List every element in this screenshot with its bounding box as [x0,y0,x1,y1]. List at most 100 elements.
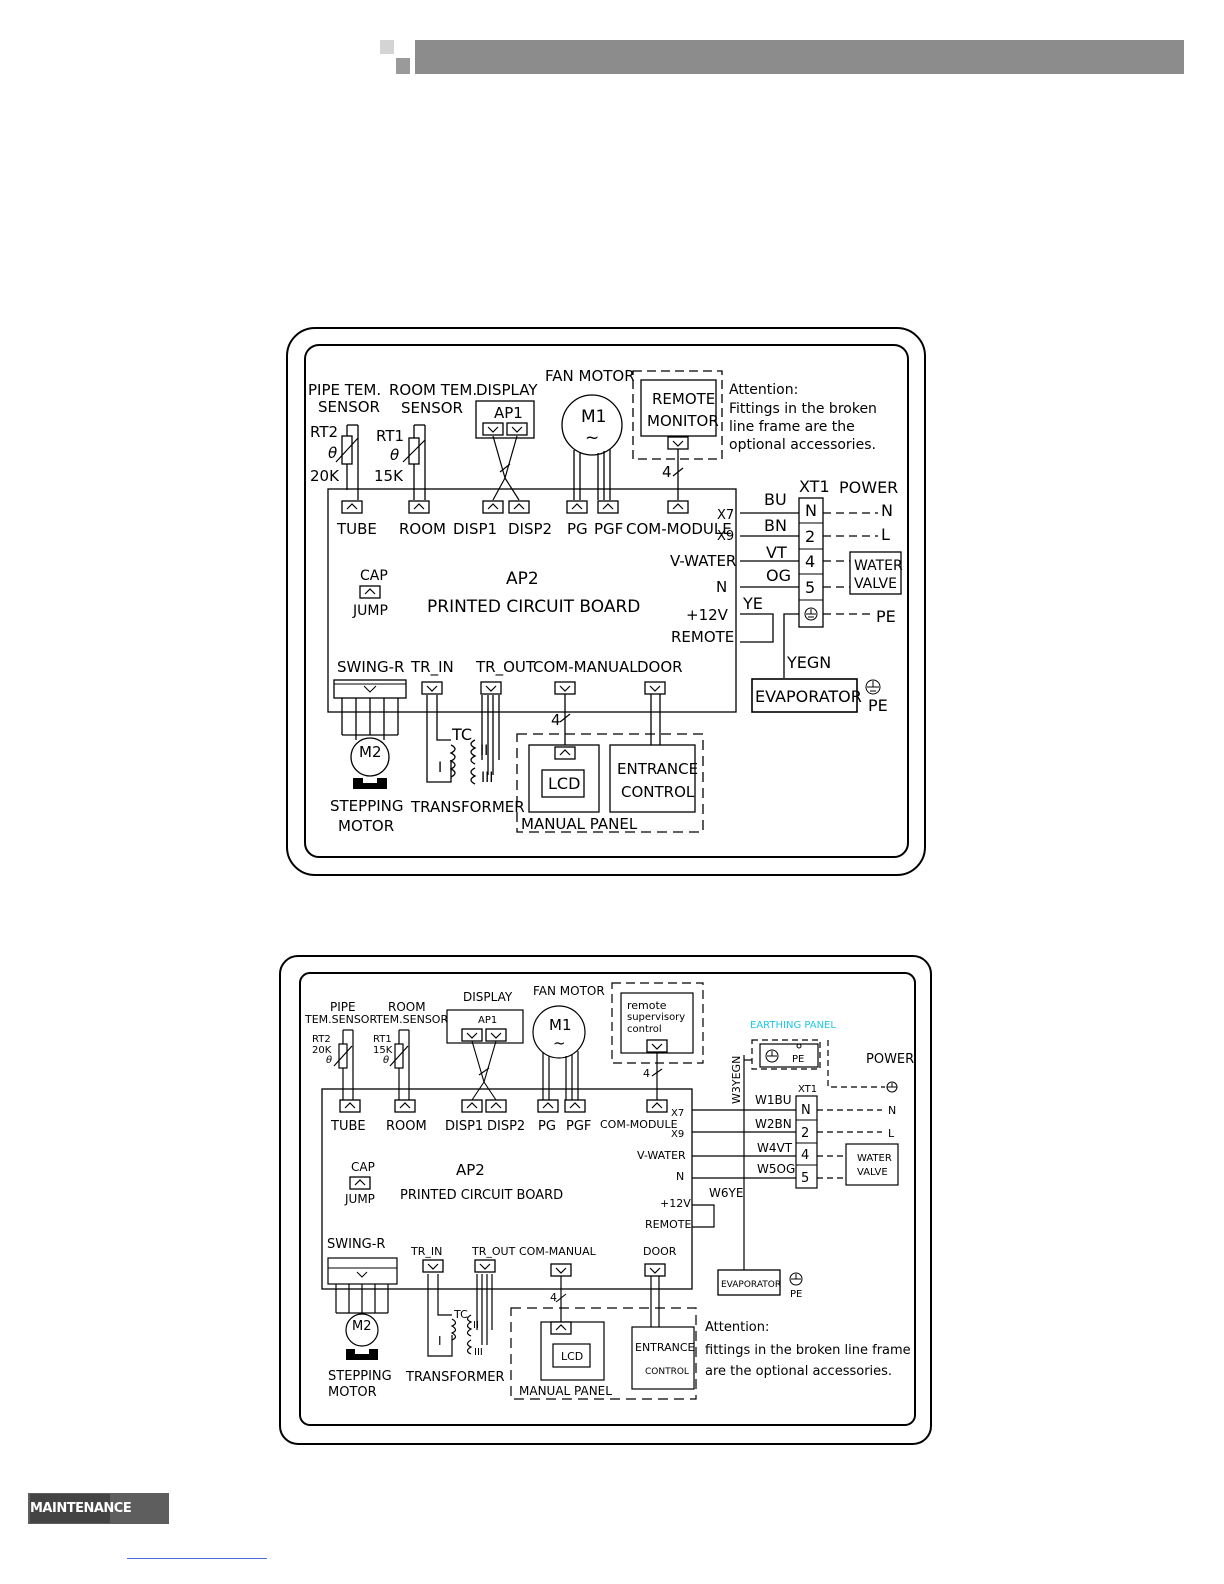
ground-icon [804,607,818,621]
room-sensor-label: ROOM TEM. [389,381,477,399]
d2-water-valve-box [845,1143,899,1186]
pe-ground-icon [865,679,881,695]
d2-lcd-panel [540,1321,605,1381]
entrance-label2: CONTROL [621,783,695,801]
d2-tc-label: TC [453,1308,468,1321]
d2-water-valve-label1: WATER [857,1153,892,1164]
tr-in-label: TR_IN [410,658,454,677]
water-valve-label2: VALVE [854,576,897,592]
fan-motor-symbol [561,394,623,456]
d2-earthing-panel-label: EARTHING PANEL [750,1020,836,1031]
com-module-label: COM-MODULE [626,520,732,538]
d2-entrance-label1: ENTRANCE [635,1341,695,1354]
water-valve-box [849,551,902,595]
com-manual-wire-count: 4 [551,711,561,729]
d2-k20-label: 20K [312,1045,332,1056]
d2-coil-iii: III [474,1347,483,1358]
room-sensor-label2: SENSOR [401,399,463,417]
d2-tr-out-label: TR_OUT [471,1245,516,1258]
header-square-mid [396,58,410,74]
terminal-5: 5 [805,578,815,597]
n-label: N [716,578,727,596]
stepping-motor-symbol [350,737,390,777]
d2-ap2-label: AP2 [456,1161,485,1179]
remote-monitor-label2: MONITOR [647,412,719,430]
d2-x7-label: X7 [671,1108,684,1119]
fan-motor-label: FAN MOTOR [545,367,635,385]
evaporator-box [751,678,858,713]
ap1-label: AP1 [494,404,523,422]
tr-out-label: TR_OUT [475,658,536,677]
pe-label: PE [868,696,888,715]
remote-label: REMOTE [671,628,734,646]
rt2-label: RT2 [310,423,338,441]
terminal-2: 2 [805,527,815,546]
coil-ii: II [480,743,488,759]
pipe-sensor-label2: SENSOR [318,398,380,416]
ap1-box [475,400,535,439]
d2-com-manual-label: COM-MANUAL [519,1245,597,1258]
d2-ap1-box [446,1009,524,1044]
d2-fan-motor-label: FAN MOTOR [533,984,605,998]
d2-power-label: POWER [866,1052,914,1067]
d2-terminal-5: 5 [801,1171,809,1186]
d2-stepping-label1: STEPPING [328,1369,392,1384]
entrance-control-box [609,744,696,813]
d2-room-label1: ROOM [388,1000,426,1014]
transformer-label: TRANSFORMER [410,798,525,816]
k20-label: 20K [310,467,340,485]
x7-label: X7 [717,508,734,523]
coil-i: I [438,760,442,776]
d2-com-module-wire-count: 4 [643,1067,650,1080]
d2-stepping-label2: MOTOR [328,1385,377,1400]
d2-m1-tilde: ~ [553,1034,566,1052]
d2-pcb-label: PRINTED CIRCUIT BOARD [400,1188,563,1203]
d2-room-label2: TEM.SENSOR [375,1013,448,1026]
d2-entrance-control-box [631,1326,695,1390]
disp1-label: DISP1 [453,520,497,538]
d2-xt1-label: XT1 [798,1084,817,1095]
d2-disp2-label: DISP2 [487,1119,525,1134]
d2-attention-line1: fittings in the broken line frame [705,1343,911,1358]
d2-terminal-n: N [801,1103,811,1118]
swing-r-label: SWING-R [337,658,404,676]
d2-swing-r-label: SWING-R [327,1237,385,1252]
d2-pe-box-label: PE [792,1054,804,1065]
lcd-label: LCD [548,774,580,793]
d2-tube-label: TUBE [330,1119,366,1134]
power-pe-label: PE [876,607,896,626]
room-label: ROOM [399,520,446,538]
d2-w2bn-label: W2BN [755,1117,792,1131]
m1-label: M1 [581,407,606,427]
stepping-motor-label2: MOTOR [338,817,394,835]
cap-label: CAP [360,568,388,584]
pg-label: PG [567,520,588,538]
d2-remote-label3: control [627,1024,662,1035]
pipe-sensor-label: PIPE TEM. [308,381,381,399]
d2-power-ground-icon [886,1081,898,1093]
d2-m1-label: M1 [549,1016,572,1034]
ye-label: YE [742,594,763,613]
stepping-motor-label1: STEPPING [330,797,404,815]
d2-com-manual-wire-count: 4 [550,1291,557,1304]
d2-pg-label: PG [538,1119,556,1134]
d2-room-label: ROOM [386,1119,427,1134]
d2-pipe-label2: TEM.SENSOR [304,1013,377,1026]
d2-plus12v-label: +12V [660,1197,691,1210]
tc-label: TC [451,725,472,744]
d2-com-module-label: COM-MODULE [600,1118,678,1131]
terminal-4: 4 [805,552,815,571]
d2-w3yegn-label: W3YEGN [730,1056,743,1104]
manual-panel-label: MANUAL PANEL [521,815,638,833]
d2-entrance-label2: CONTROL [645,1367,689,1377]
jump-label: JUMP [352,603,388,619]
com-manual-label: COM-MANUAL [533,658,638,676]
d2-fan-motor-symbol [532,1005,586,1059]
d2-manual-panel-frame [510,1307,697,1400]
d2-manual-panel-label: MANUAL PANEL [519,1384,612,1398]
terminal-n: N [805,501,817,520]
power-l-label: L [881,525,890,544]
ap2-label: AP2 [506,569,539,589]
coil-iii: III [481,770,493,786]
